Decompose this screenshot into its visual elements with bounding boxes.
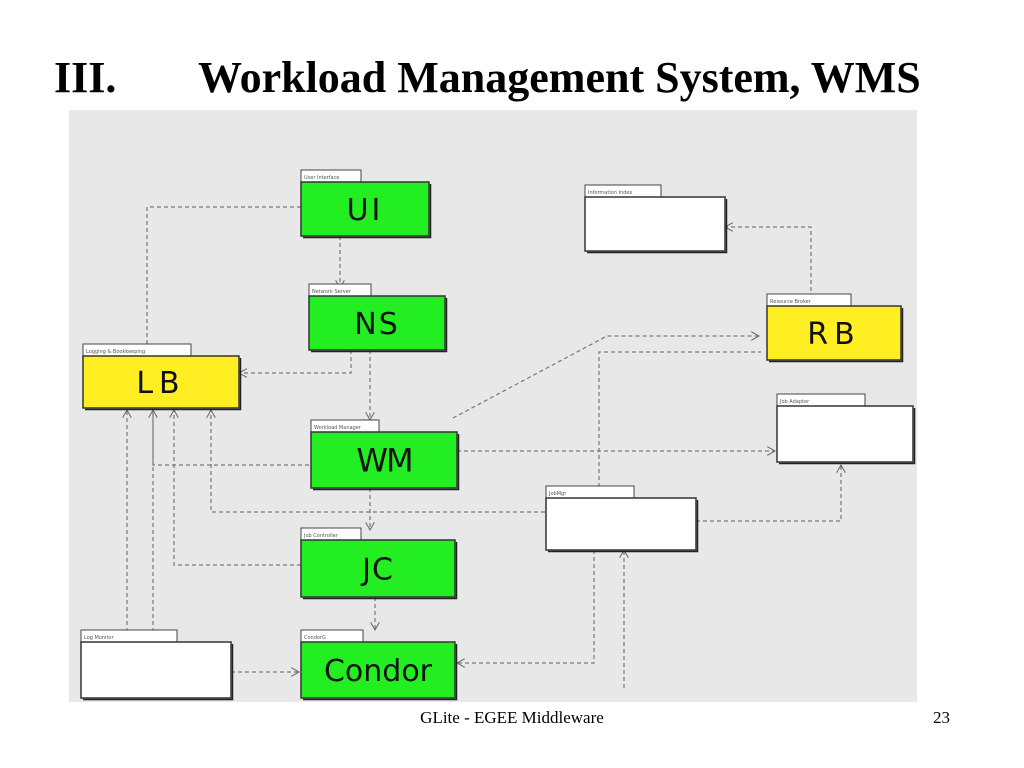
jobmgr-to-condor-arrow <box>457 550 595 663</box>
component-jobadapter-shadow <box>779 408 916 465</box>
component-lb-label: LB <box>136 366 185 401</box>
slide-title: III. Workload Management System, WMS <box>0 52 1024 112</box>
ui-to-lb-arrow <box>147 206 301 353</box>
component-rb-tab-label: Resource Broker <box>770 299 812 305</box>
component-jobadapter-tab-label: Job Adapter <box>779 399 810 405</box>
component-rb-body <box>766 305 902 361</box>
jobmgr-to-lb-arrow <box>211 410 545 513</box>
component-ui-shadow <box>303 184 432 239</box>
component-logmonitor-tab-label: Log Monitor <box>84 635 114 641</box>
component-rb-shadow <box>769 308 904 363</box>
component-ns-label: NS <box>354 307 399 342</box>
component-ns-tab-label: Network Server <box>312 289 352 295</box>
component-ui-label: UI <box>347 193 384 228</box>
component-jobmgr-shadow <box>548 500 699 553</box>
component-info-tab-label: Information Index <box>588 190 632 196</box>
component-lb-body <box>82 355 240 409</box>
component-jobadapter-body <box>776 405 914 463</box>
component-jobmgr: JobMgr <box>545 485 699 553</box>
component-ns-shadow <box>311 298 448 353</box>
component-logmonitor-body <box>80 641 232 699</box>
component-info: Information Index <box>584 184 728 254</box>
footer-text: GLite - EGEE Middleware <box>420 708 604 727</box>
component-jc-label: JC <box>360 552 394 587</box>
component-jobmgr-body <box>545 497 697 551</box>
component-condor-shadow <box>303 644 458 701</box>
component-lb-shadow <box>85 358 242 411</box>
jobmgr-to-wm-arrow <box>598 351 761 494</box>
jc-to-lb-arrow <box>174 410 301 566</box>
component-jc-shadow <box>303 542 458 600</box>
title-number: III. <box>54 53 117 102</box>
component-info-shadow <box>587 199 728 254</box>
component-lb-tab-label: Logging & Bookkeeping <box>86 349 145 355</box>
jobmgr-to-jobadapter-arrow <box>696 465 841 522</box>
page-number: 23 <box>933 708 950 727</box>
component-ui-tab-label: User Interface <box>304 175 339 181</box>
component-jobmgr-tab-label: JobMgr <box>548 491 567 497</box>
component-ui-body <box>300 181 430 237</box>
wm-to-rb-arrow <box>452 336 759 419</box>
rb-to-info-arrow <box>725 227 812 298</box>
ns-to-lb-arrow <box>239 350 352 373</box>
wm-to-lb-arrow <box>153 410 309 466</box>
component-rb-label: RB <box>807 317 860 352</box>
connector-lines <box>127 206 841 688</box>
component-info-body <box>584 196 726 252</box>
component-logmonitor: Log Monitor <box>80 629 234 701</box>
component-wm-tab-label: Workload Manager <box>314 425 362 431</box>
component-condor: CondorG Condor <box>300 629 458 701</box>
component-jc-body <box>300 539 456 598</box>
component-logmonitor-shadow <box>83 644 234 701</box>
component-jobadapter: Job Adapter <box>776 393 916 465</box>
component-ns-body <box>308 295 446 351</box>
component-condor-body <box>300 641 456 699</box>
component-condor-label: Condor <box>324 654 433 689</box>
component-jc-tab-label: Job Controller <box>303 533 339 539</box>
component-wm-shadow <box>313 434 460 491</box>
component-condor-tab-label: CondorG <box>304 635 326 641</box>
component-wm-label: WM <box>356 442 411 480</box>
title-text: Workload Management System, WMS <box>198 53 921 102</box>
component-wm-body <box>310 431 458 489</box>
